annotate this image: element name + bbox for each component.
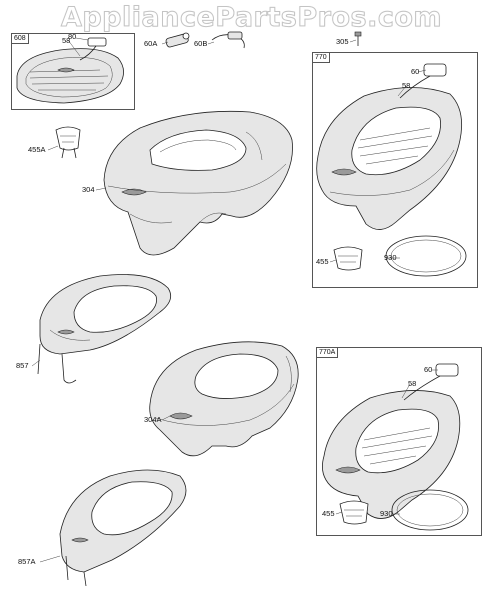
part-305-drawing [354, 31, 362, 46]
leader-lines [31, 37, 438, 563]
callout-60b: 60B [194, 39, 208, 48]
kit-label-770: 770 [312, 52, 330, 63]
callout-770a-60: 60 [424, 365, 433, 374]
kit-box-770 [312, 52, 478, 288]
callout-60a: 60A [144, 39, 158, 48]
part-857-drawing [37, 274, 172, 384]
kit770a-clip-drawing [339, 500, 369, 525]
callout-770a-930: 930 [380, 509, 393, 518]
callout-58: 58 [62, 36, 71, 45]
callout-80: 80 [68, 32, 77, 41]
kit608-housing-drawing [16, 37, 124, 104]
part-60b-drawing [211, 31, 245, 49]
callout-770-58: 58 [402, 81, 411, 90]
kit770-housing-drawing [316, 63, 463, 230]
kit-label-770a: 770A [316, 347, 339, 358]
part-455a-drawing [55, 126, 81, 159]
kit-box-770a [316, 347, 482, 536]
callout-305: 305 [336, 37, 349, 46]
part-857a-drawing [59, 469, 187, 587]
callout-304a: 304A [144, 415, 162, 424]
callout-857a: 857A [18, 557, 36, 566]
kit770a-housing-drawing [322, 363, 461, 519]
callout-857: 857 [16, 361, 29, 370]
callout-770-455: 455 [316, 257, 329, 266]
callout-770-930: 930 [384, 253, 397, 262]
callout-455a: 455A [28, 145, 46, 154]
kit770-ring-drawing [385, 235, 467, 277]
part-60a-drawing [165, 32, 190, 48]
part-304-drawing [103, 110, 293, 256]
callout-770-60: 60 [411, 67, 420, 76]
part-304a-drawing [149, 341, 299, 457]
watermark: AppliancePartsPros.com [60, 2, 443, 34]
callout-304: 304 [82, 185, 95, 194]
kit770a-ring-drawing [391, 489, 469, 531]
kit-box-608 [11, 33, 135, 110]
callout-770a-455: 455 [322, 509, 335, 518]
kit770-clip-drawing [333, 246, 363, 271]
kit-label-608: 608 [11, 33, 29, 44]
callout-770a-58: 58 [408, 379, 417, 388]
